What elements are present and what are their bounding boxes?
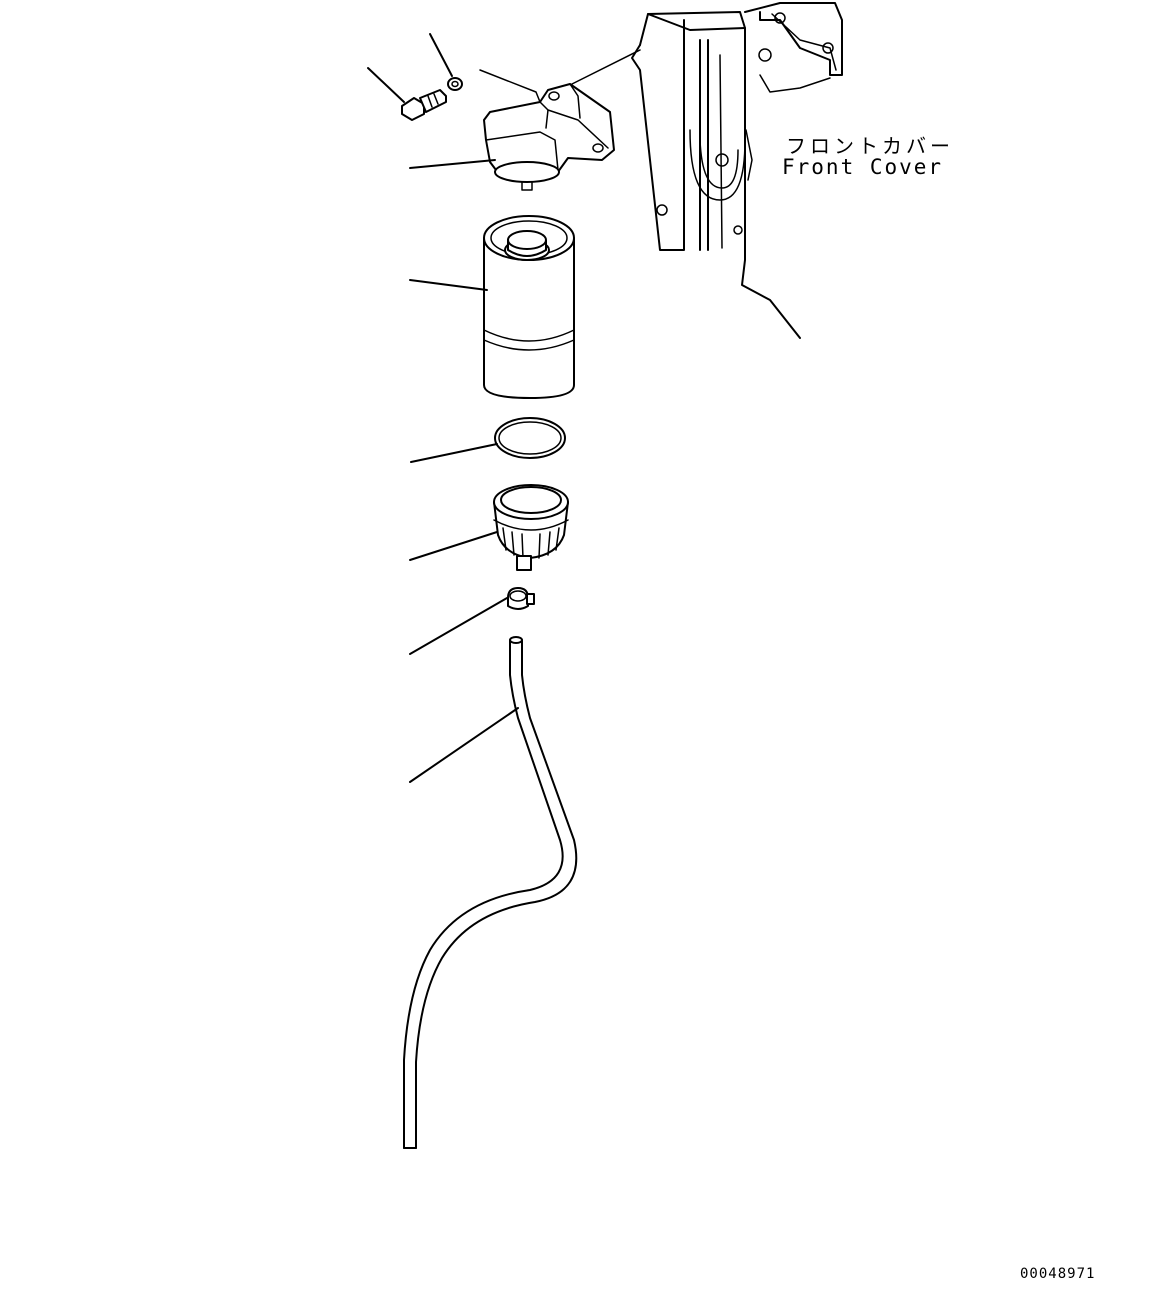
washer [429, 33, 463, 91]
bolt [367, 67, 447, 121]
front-cover-outline [631, 2, 843, 339]
filter-cartridge [409, 215, 575, 399]
hose-clamp [409, 587, 535, 655]
water-separator-bowl [409, 484, 569, 571]
o-ring [410, 417, 566, 463]
drain-hose [403, 636, 578, 1149]
front-cover-label-en: Front Cover [782, 155, 944, 179]
figure-id: 00048971 [1020, 1266, 1096, 1282]
filter-head-bracket [409, 49, 641, 191]
front-cover-label-jp: フロントカバー [786, 134, 954, 158]
